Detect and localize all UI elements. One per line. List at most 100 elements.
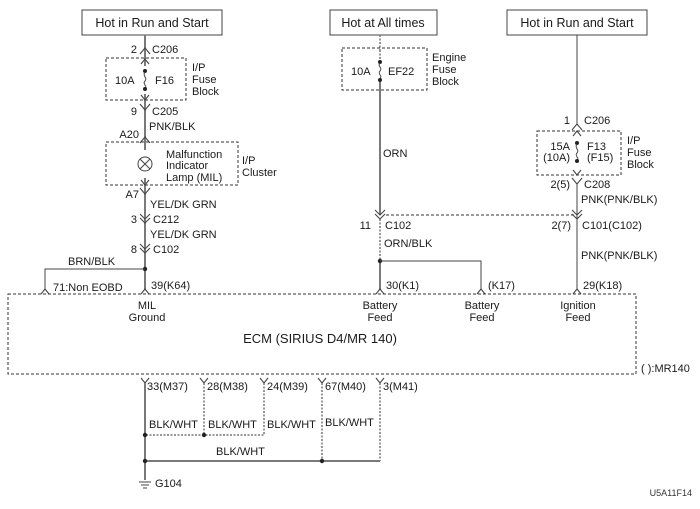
fuse-terminal [575, 159, 579, 163]
cluster-label: Cluster [242, 167, 277, 179]
ecm-pin-label: Ground [129, 312, 166, 324]
connector-label: C102 [153, 244, 179, 256]
fuse-icon [143, 71, 147, 90]
pin-label: 8 [131, 244, 137, 256]
pin-label: 9 [131, 106, 137, 118]
pin-label: 3 [131, 214, 137, 226]
fuse-icon [378, 62, 382, 79]
pin-label: 71:Non EOBD [53, 282, 123, 294]
source-label-middle: Hot at All times [341, 16, 424, 30]
fuse-block-label: Fuse [432, 64, 456, 76]
fuse-id-alt: (F15) [587, 152, 613, 164]
fuse-id: EF22 [388, 66, 414, 78]
ecm-module: MIL Ground Battery Feed Battery Feed Ign… [7, 293, 690, 375]
branch-wire [380, 260, 482, 290]
connector-icon [139, 243, 151, 254]
wire-segment [145, 383, 265, 436]
branch-wire [44, 268, 145, 290]
connector-icon [140, 288, 150, 295]
source-box-middle: Hot at All times [329, 9, 438, 36]
pin-label: 2(7) [551, 220, 571, 232]
fuse-block-label: Fuse [627, 147, 651, 159]
ecm-pin-label: Feed [367, 312, 392, 324]
lamp-icon [137, 156, 153, 172]
fuse-amp: 10A [115, 75, 135, 87]
fuse-block-label: Engine [432, 52, 466, 64]
fuse-terminal [378, 78, 382, 82]
ecm-pin-label: Ignition [560, 300, 595, 312]
wire-color-label: BLK/WHT [267, 419, 316, 431]
pin-label: A7 [126, 189, 139, 201]
connector-label: C101(C102) [582, 220, 642, 232]
ecm-pin-label: MIL [138, 300, 156, 312]
connector-label: C208 [584, 179, 610, 191]
pin-label: A20 [119, 129, 139, 141]
fuse-id: F13 [587, 141, 606, 153]
lamp-label: Malfunction [166, 149, 222, 161]
lamp-label: Lamp (MIL) [166, 172, 222, 184]
figure-id: U5A11F14 [650, 488, 692, 498]
connector-label: C206 [152, 44, 178, 56]
left-circuit: 2 C206 10A F16 I/P Fuse Block 9 C205 PNK… [40, 35, 277, 295]
fuse-block-outline [536, 130, 622, 176]
cluster-label: I/P [242, 155, 255, 167]
fuse-amp-alt: (10A) [543, 152, 570, 164]
ground-label: G104 [155, 478, 182, 490]
pin-label: 24(M39) [267, 381, 308, 393]
fuse-terminal [143, 69, 147, 73]
connector-icon [140, 94, 150, 101]
fuse-terminal [378, 60, 382, 64]
wire-color-label: ORN/BLK [384, 238, 433, 250]
wire-color-label: PNK(PNK/BLK) [581, 194, 657, 206]
pin-label: 29(K18) [583, 280, 622, 292]
source-box-right: Hot in Run and Start [506, 9, 648, 36]
ground-icon [139, 481, 151, 489]
fuse-terminal [143, 87, 147, 91]
wire-color-label: BRN/BLK [68, 256, 116, 268]
connector-icon [139, 47, 151, 55]
lamp-label: Indicator [166, 160, 209, 172]
wire-color-label: YEL/DK GRN [150, 199, 217, 211]
ecm-pin-label: Feed [469, 312, 494, 324]
ecm-title: ECM (SIRIUS D4/MR 140) [243, 331, 397, 346]
lamp-cross [139, 158, 151, 170]
fuse-block-label: Block [432, 76, 459, 88]
fuse-block-label: Block [192, 86, 219, 98]
wire-color-label: YEL/DK GRN [150, 229, 217, 241]
source-label-left: Hot in Run and Start [95, 16, 209, 30]
pin-label: 2(5) [550, 179, 570, 191]
fuse-block-label: Block [627, 159, 654, 171]
pin-label: 11 [360, 220, 371, 232]
connector-icon [40, 288, 50, 295]
wire-color-label: BLK/WHT [216, 446, 265, 458]
ecm-pin-label: Battery [465, 300, 500, 312]
source-label-right: Hot in Run and Start [520, 16, 634, 30]
connector-icon [571, 123, 583, 131]
pin-label: (K17) [488, 280, 515, 292]
ground-circuit: 33(M37) 28(M38) 24(M39) 67(M40) 3(M41) B… [139, 377, 418, 490]
wire-color-label: BLK/WHT [149, 419, 198, 431]
connector-icon [572, 169, 582, 176]
fuse-terminal [575, 141, 579, 145]
connector-label: C102 [385, 220, 411, 232]
wire-color-label: PNK(PNK/BLK) [581, 250, 657, 262]
fuse-block-label: I/P [627, 135, 640, 147]
pin-label: 67(M40) [325, 381, 366, 393]
fuse-id: F16 [155, 75, 174, 87]
fuse-block-outline [105, 57, 187, 101]
pin-label: 33(M37) [147, 381, 188, 393]
connector-icon [572, 130, 582, 137]
fuse-amp: 15A [550, 141, 570, 153]
pin-label: 39(K64) [151, 280, 190, 292]
fuse-block-outline [341, 47, 428, 91]
fuse-gap [140, 66, 150, 94]
pin-label: 28(M38) [207, 381, 248, 393]
wire-color-label: BLK/WHT [325, 417, 374, 429]
wire-color-label: PNK/BLK [149, 121, 196, 133]
ecm-note: ( ):MR140 [641, 363, 690, 375]
connector-label: C206 [584, 115, 610, 127]
pin-label: 2 [131, 44, 137, 56]
fuse-icon [575, 143, 579, 161]
splice-dot [319, 458, 325, 464]
